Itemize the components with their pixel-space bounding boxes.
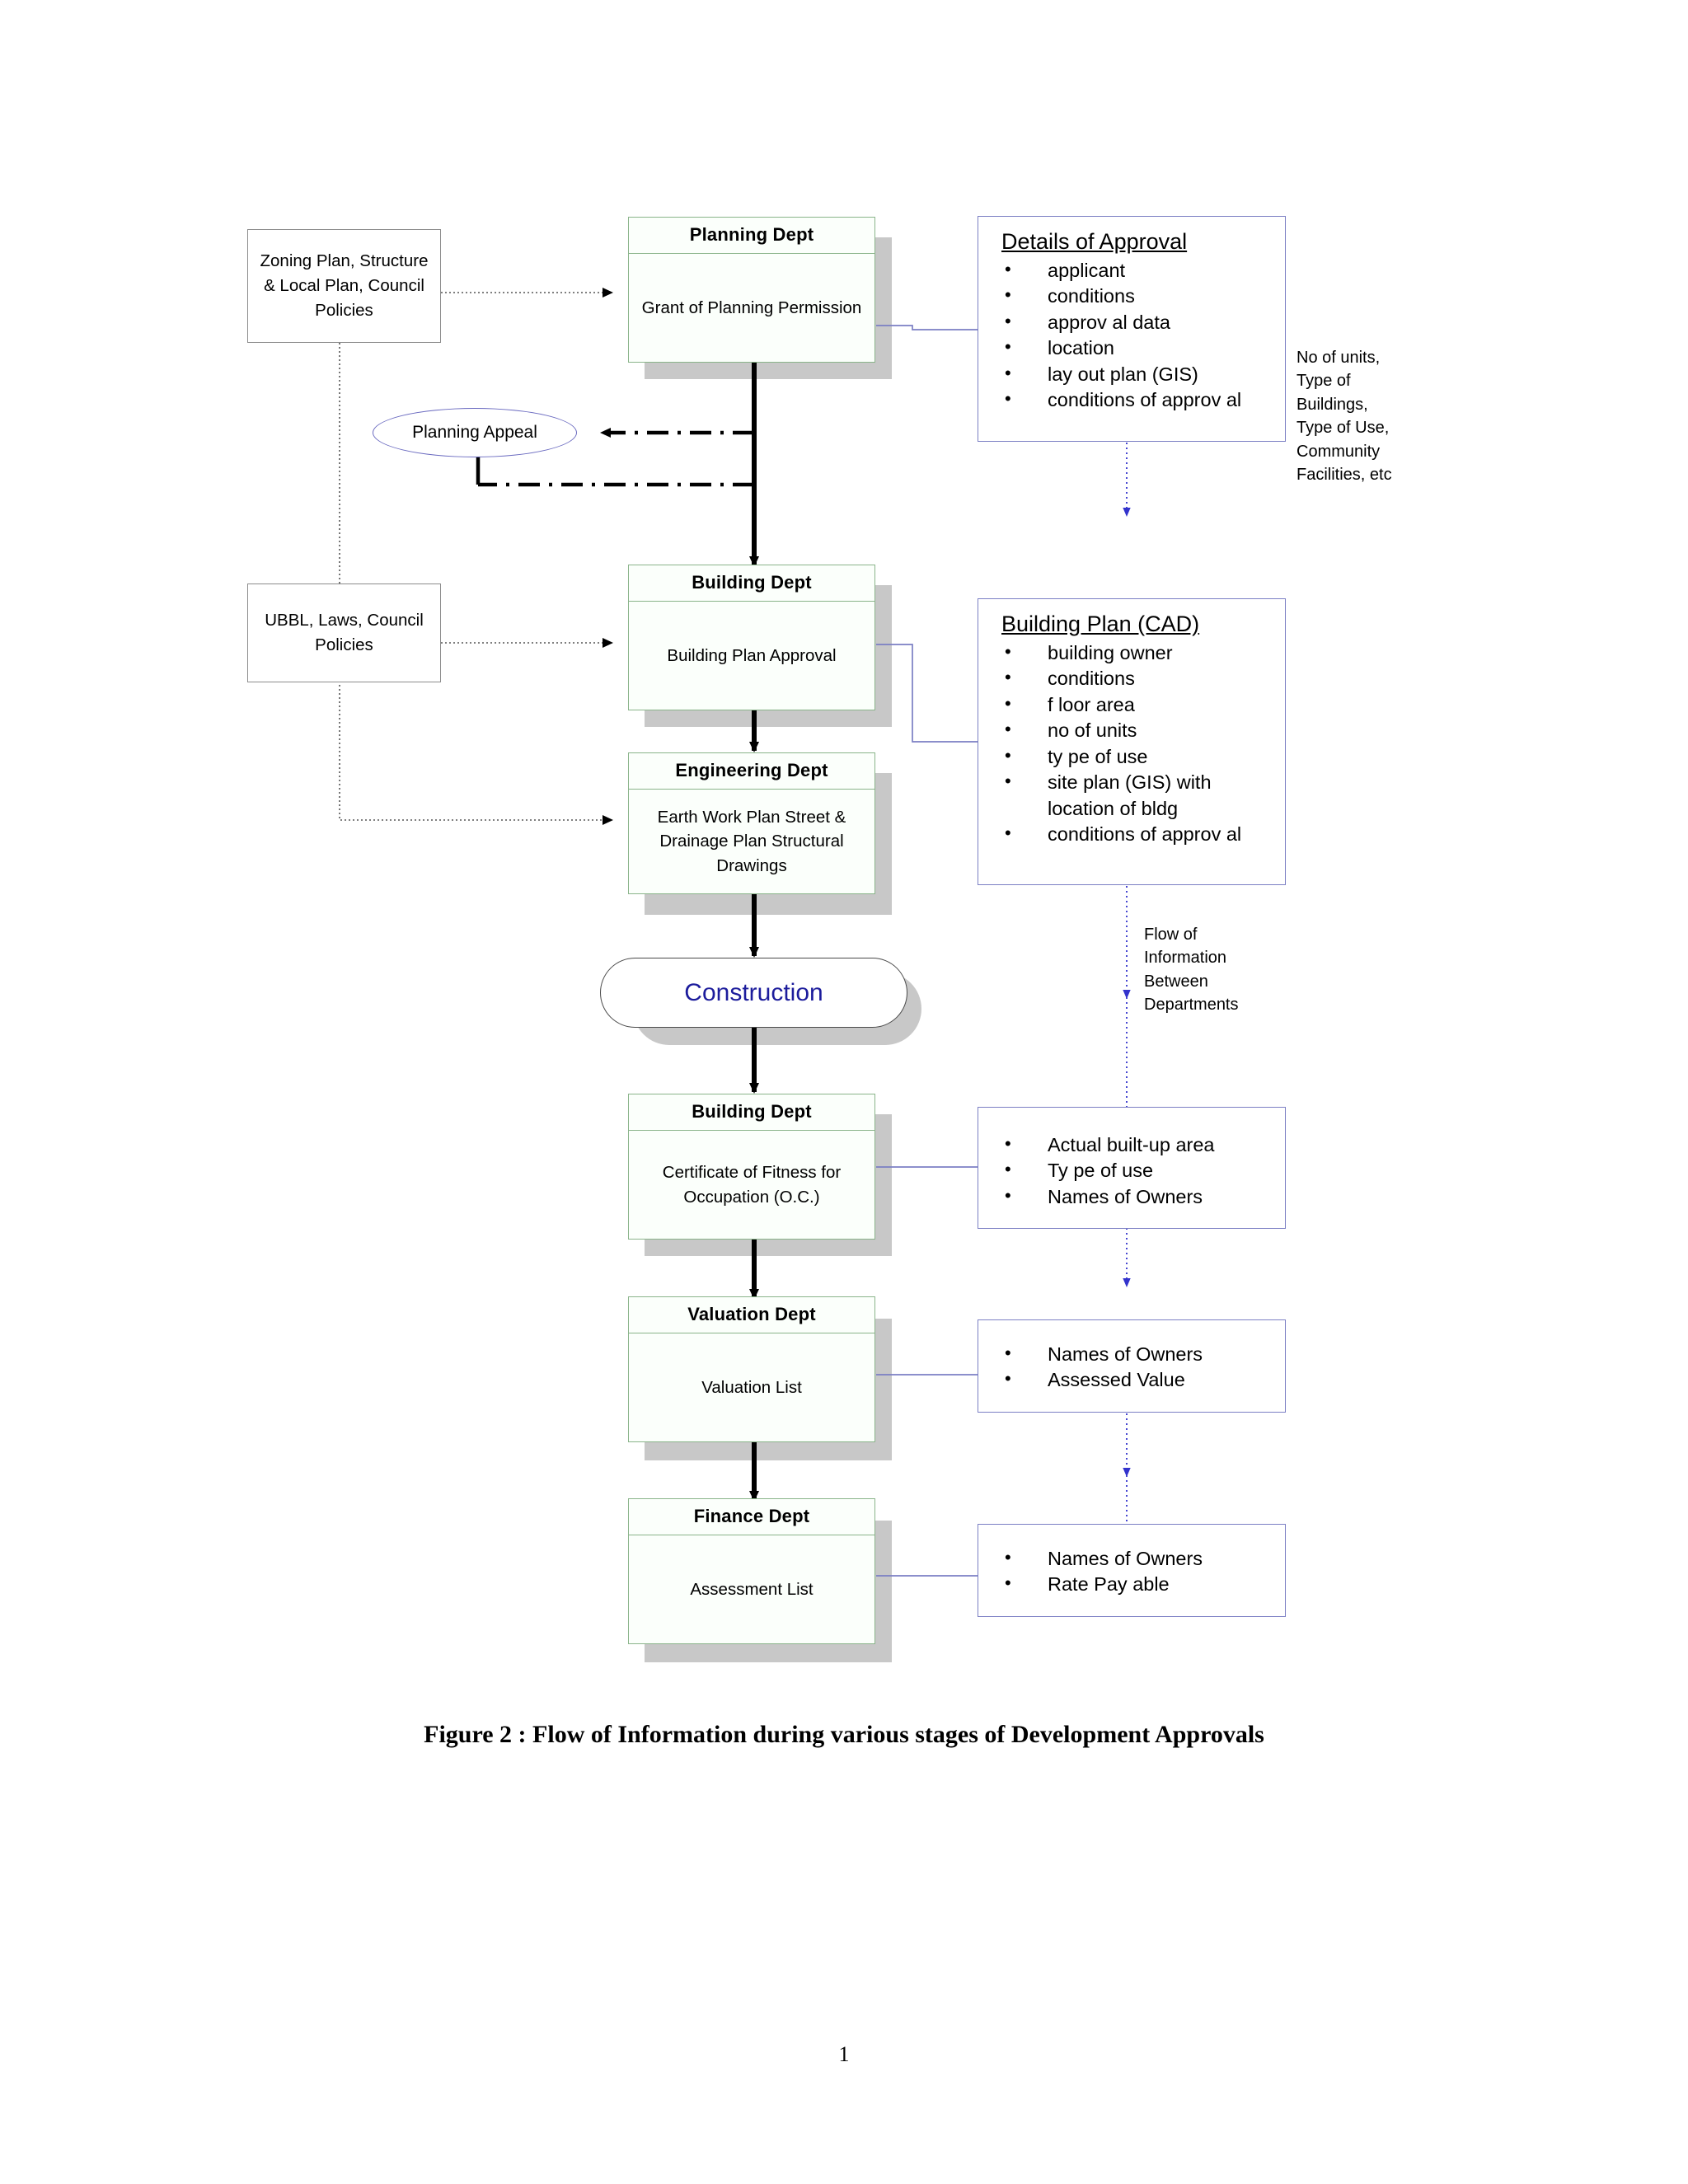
list-item: f loor area: [987, 691, 1270, 718]
source-box-ubbl: UBBL, Laws, Council Policies: [247, 583, 441, 682]
list-item: Names of Owners: [987, 1341, 1270, 1367]
list-item: Names of Owners: [987, 1183, 1270, 1210]
info-list-valuation-data: Names of Owners Assessed Value: [987, 1332, 1270, 1394]
process-planning-appeal[interactable]: Planning Appeal: [373, 408, 577, 457]
dept-box-building-oc[interactable]: Building Dept Certificate of Fitness for…: [628, 1094, 875, 1240]
annotation-flow-legend: Flow of Information Between Departments: [1144, 926, 1239, 1015]
info-list-building-plan-cad: building owner conditions f loor area no…: [987, 640, 1270, 848]
list-item: Names of Owners: [987, 1545, 1270, 1572]
list-item: applicant: [987, 257, 1270, 284]
info-title-details-of-approval: Details of Approval: [1001, 229, 1188, 254]
source-box-ubbl-text: UBBL, Laws, Council Policies: [265, 611, 424, 654]
info-box-valuation-data: Names of Owners Assessed Value: [978, 1319, 1286, 1413]
list-item: Actual built-up area: [987, 1132, 1270, 1158]
list-item: conditions: [987, 283, 1270, 309]
list-item: conditions of approv al: [987, 821, 1270, 847]
source-box-zoning-text: Zoning Plan, Structure & Local Plan, Cou…: [260, 251, 429, 320]
dept-header-building-oc: Building Dept: [629, 1094, 874, 1132]
list-item: Rate Pay able: [987, 1571, 1270, 1597]
figure-caption: Figure 2 : Flow of Information during va…: [424, 1721, 1264, 1748]
dept-box-planning[interactable]: Planning Dept Grant of Planning Permissi…: [628, 217, 875, 363]
source-box-zoning: Zoning Plan, Structure & Local Plan, Cou…: [247, 229, 441, 343]
list-item: conditions: [987, 665, 1270, 691]
dept-box-building-plan[interactable]: Building Dept Building Plan Approval: [628, 565, 875, 710]
list-item: site plan (GIS) with: [987, 769, 1270, 795]
dept-box-engineering[interactable]: Engineering Dept Earth Work Plan Street …: [628, 752, 875, 894]
process-construction[interactable]: Construction: [600, 958, 907, 1028]
process-construction-label: Construction: [684, 978, 823, 1006]
list-item: Assessed Value: [987, 1366, 1270, 1393]
list-item: building owner: [987, 640, 1270, 666]
process-planning-appeal-label: Planning Appeal: [412, 423, 537, 442]
list-item: lay out plan (GIS): [987, 361, 1270, 387]
list-item: no of units: [987, 717, 1270, 743]
page-number: 1: [838, 2042, 850, 2066]
info-list-occupation-data: Actual built-up area Ty pe of use Names …: [987, 1119, 1270, 1210]
dept-box-valuation[interactable]: Valuation Dept Valuation List: [628, 1296, 875, 1442]
dept-body-planning: Grant of Planning Permission: [641, 298, 862, 317]
annotation-approval-attributes: No of units, Type of Buildings, Type of …: [1296, 349, 1392, 484]
info-box-building-plan-cad: Building Plan (CAD) building owner condi…: [978, 598, 1286, 885]
info-list-finance-data: Names of Owners Rate Pay able: [987, 1536, 1270, 1598]
list-item: location: [987, 335, 1270, 361]
dept-header-valuation: Valuation Dept: [629, 1297, 874, 1334]
dept-header-engineering: Engineering Dept: [629, 753, 874, 790]
dept-body-engineering: Earth Work Plan Street & Drainage Plan S…: [657, 807, 846, 875]
info-box-details-of-approval: Details of Approval applicant conditions…: [978, 216, 1286, 442]
dept-body-building-plan: Building Plan Approval: [667, 645, 837, 665]
info-box-occupation-data: Actual built-up area Ty pe of use Names …: [978, 1107, 1286, 1229]
dept-body-building-oc: Certificate of Fitness for Occupation (O…: [662, 1162, 842, 1207]
info-list-details-of-approval: applicant conditions approv al data loca…: [987, 257, 1270, 414]
dept-body-valuation: Valuation List: [701, 1377, 802, 1397]
dept-header-finance: Finance Dept: [629, 1499, 874, 1536]
list-item: conditions of approv al: [987, 387, 1270, 413]
info-box-finance-data: Names of Owners Rate Pay able: [978, 1524, 1286, 1617]
list-item-continuation: location of bldg: [1048, 797, 1179, 819]
dept-header-planning: Planning Dept: [629, 218, 874, 255]
list-item: approv al data: [987, 309, 1270, 335]
list-item: Ty pe of use: [987, 1157, 1270, 1183]
dept-box-finance[interactable]: Finance Dept Assessment List: [628, 1498, 875, 1644]
list-item: ty pe of use: [987, 743, 1270, 770]
dept-body-finance: Assessment List: [690, 1579, 814, 1599]
dept-header-building-plan: Building Dept: [629, 565, 874, 602]
info-title-building-plan-cad: Building Plan (CAD): [1001, 612, 1200, 636]
